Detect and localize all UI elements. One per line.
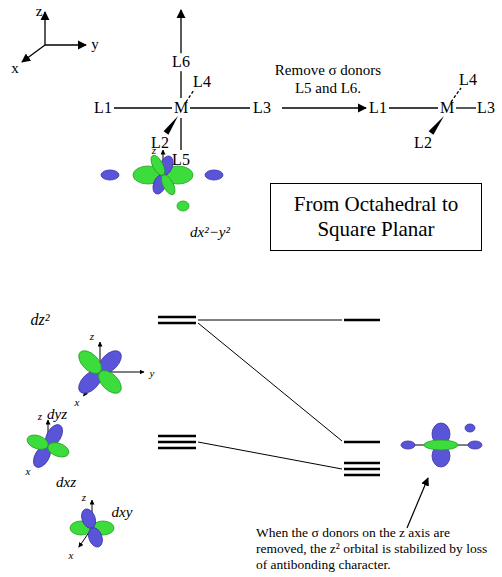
axis-label: y bbox=[150, 367, 155, 379]
orbital-lobe bbox=[86, 526, 105, 549]
orbital-label: dyz bbox=[47, 406, 67, 423]
ligand-lobe bbox=[468, 441, 482, 449]
axis-line bbox=[22, 45, 45, 62]
energy-level bbox=[158, 435, 196, 437]
axis-line bbox=[45, 44, 86, 45]
correlation-line bbox=[198, 323, 342, 441]
wedge-bond bbox=[429, 116, 444, 135]
reaction-arrow bbox=[282, 107, 366, 108]
energy-level bbox=[344, 462, 380, 464]
bond-line bbox=[456, 107, 476, 108]
axis-label: z bbox=[90, 330, 94, 342]
ligand-lobe bbox=[177, 201, 189, 211]
metal-label: M bbox=[440, 99, 454, 117]
ligand-label: L5 bbox=[172, 151, 190, 169]
orbital-lobe bbox=[79, 507, 98, 530]
axis-label: z bbox=[36, 3, 43, 20]
wedge-bond bbox=[164, 116, 178, 135]
ligand-lobe bbox=[101, 170, 119, 180]
caption-note: When the σ donors on the z axis are remo… bbox=[256, 525, 498, 573]
reaction-note: Remove σ donors L5 and L6. bbox=[268, 62, 388, 97]
ligand-lobe bbox=[205, 170, 223, 180]
ligand-lobe bbox=[424, 440, 458, 450]
ligand-label: L2 bbox=[414, 134, 432, 152]
energy-level bbox=[158, 322, 196, 324]
orbital-lobe bbox=[75, 347, 106, 378]
ligand-label: L4 bbox=[193, 73, 211, 91]
ligand-label: L1 bbox=[94, 99, 112, 117]
axis-label: z bbox=[152, 144, 156, 156]
orbital-lobe bbox=[148, 153, 167, 177]
title-box: From Octahedral to Square Planar bbox=[270, 183, 482, 251]
metal-label: M bbox=[174, 99, 188, 117]
energy-level bbox=[344, 468, 380, 470]
orbital-label: dxy bbox=[112, 504, 133, 521]
energy-level bbox=[158, 447, 196, 449]
orbital-lobe bbox=[46, 440, 71, 460]
axis-label: x bbox=[69, 549, 74, 561]
axis-label: z bbox=[82, 491, 86, 503]
orbital-lobe bbox=[159, 173, 178, 197]
energy-level bbox=[158, 316, 196, 318]
box-title: From Octahedral to Square Planar bbox=[281, 192, 471, 242]
orbital-label: dxz bbox=[56, 474, 76, 491]
ligand-label: L3 bbox=[253, 99, 271, 117]
ligand-label: L3 bbox=[477, 99, 495, 117]
bond-line bbox=[389, 107, 438, 108]
axis-label: z bbox=[38, 410, 42, 422]
orbital-label: dz² bbox=[30, 311, 49, 329]
bond-line bbox=[114, 107, 172, 108]
ligand-label: L1 bbox=[369, 99, 387, 117]
axis-line bbox=[44, 12, 45, 45]
axis-label: x bbox=[26, 465, 31, 477]
axis-label: x bbox=[11, 60, 19, 77]
leader-arrow bbox=[407, 478, 428, 528]
axis-label: x bbox=[75, 396, 80, 408]
ligand-label: L6 bbox=[171, 53, 191, 71]
energy-level bbox=[344, 319, 380, 321]
bond-line bbox=[190, 107, 250, 108]
orbital-lobe bbox=[25, 432, 50, 452]
ligand-lobe bbox=[465, 424, 475, 432]
bond-line bbox=[180, 118, 181, 150]
orbital-label: dx²−y² bbox=[190, 224, 230, 241]
ligand-label: L4 bbox=[459, 71, 477, 89]
energy-level bbox=[158, 441, 196, 443]
correlation-line bbox=[198, 442, 342, 469]
axis-label: y bbox=[91, 36, 99, 53]
energy-level bbox=[344, 474, 380, 476]
ligand-lobe bbox=[401, 441, 415, 449]
correlation-line bbox=[198, 320, 342, 321]
energy-level bbox=[344, 441, 380, 443]
